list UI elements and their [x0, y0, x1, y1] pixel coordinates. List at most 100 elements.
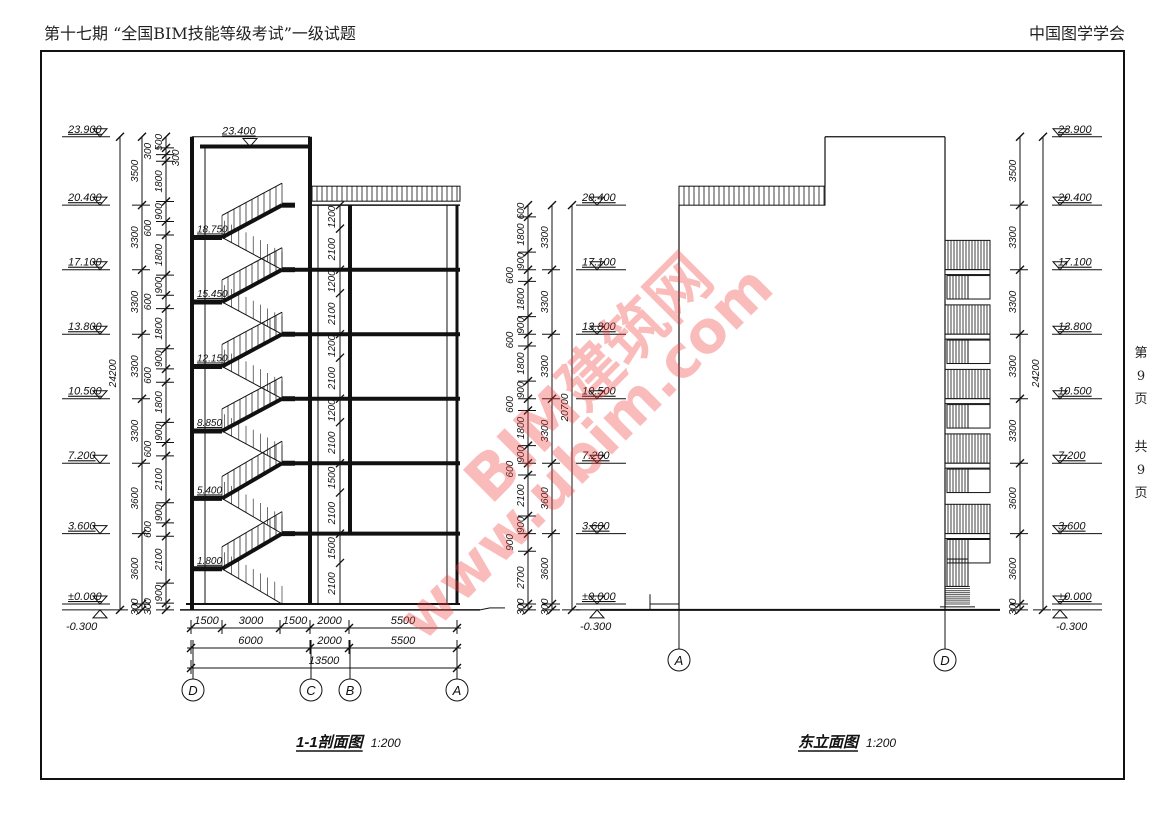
sub-dimension-label: 600	[505, 460, 516, 477]
floor-dimension-label: 3300	[130, 419, 141, 442]
axis-label: D	[940, 653, 949, 668]
bottom-dimension-1-label: 1500	[194, 615, 219, 627]
inner-dimension-label: 1200	[327, 334, 338, 357]
dimension-tick	[547, 200, 557, 210]
sub-dimension-label: 2700	[516, 566, 527, 590]
sub-dimension-label: 1800	[516, 416, 527, 439]
bottom-dimension-1-label: 2000	[316, 615, 342, 627]
elevation-label: 20.400	[581, 192, 617, 204]
balcony-slab	[944, 269, 991, 276]
elevation-label: 10.500	[68, 386, 103, 398]
elevation-triangle	[588, 196, 606, 206]
sub-dimension-label: 600	[143, 293, 154, 310]
balcony-railing	[944, 304, 991, 335]
balcony-railing	[944, 433, 991, 464]
axis-bubble	[181, 678, 205, 702]
total-dimension-label: 24200	[108, 359, 119, 388]
elevation-label: ±0.000	[582, 591, 616, 603]
stair-handrail	[221, 311, 283, 345]
inner-dimension-label: 2100	[327, 502, 338, 526]
total-dimension-label: 24200	[1031, 359, 1042, 388]
bottom-dimension-1-label: 1500	[283, 615, 308, 627]
balcony-slab	[944, 333, 991, 340]
balcony-slab	[944, 398, 991, 405]
elevation-label: 10.500	[582, 386, 617, 398]
sub-dimension-label: 1800	[516, 287, 527, 310]
landing-elevation-label: 15.450	[197, 289, 228, 300]
dimension-tick	[567, 200, 577, 210]
roof-elevation-label: 23.400	[221, 126, 257, 138]
elevation-triangle	[91, 609, 109, 619]
drawing-frame	[40, 50, 1125, 780]
elevation-label: 13.800	[582, 321, 617, 333]
floor-dimension-label: 3300	[1008, 355, 1019, 378]
bottom-dimension-1-label: 5500	[391, 615, 416, 627]
bottom-dimension-2-label: 2000	[316, 635, 342, 647]
elevation-triangle	[241, 138, 259, 148]
floor-dimension-label: 3300	[130, 290, 141, 313]
balcony-wall	[967, 275, 991, 300]
stair-flight-lower	[221, 236, 283, 271]
floor-dimension-label: 3500	[130, 159, 141, 182]
stair-handrail	[221, 247, 283, 281]
sub-dimension-label: 900	[516, 516, 527, 533]
roof-parapet-railing	[678, 185, 826, 206]
sub-dimension-label: 900	[516, 381, 527, 398]
balcony-slab	[944, 533, 991, 540]
floor-dimension-label: 3300	[540, 290, 551, 313]
sheet-header-organization: 中国图学学会	[1028, 24, 1125, 43]
elevation-triangle	[91, 128, 109, 138]
sub-dimension-label: 600	[143, 219, 154, 236]
sub-dimension-label: 900	[154, 504, 165, 521]
inner-dimension-label: 1500	[327, 537, 338, 560]
elevation-label: 17.100	[1058, 257, 1093, 269]
elevation-label: ±0.000	[68, 591, 102, 603]
floor-dimension-label: 3300	[1008, 419, 1019, 442]
axis-label: B	[346, 683, 355, 698]
balcony-wall	[967, 404, 991, 429]
stair-handrail	[221, 511, 283, 548]
bottom-dimension-3-label: 13500	[309, 655, 340, 667]
sheet-header-title: 第十七期 “全国BIM技能等级考试”一级试题	[44, 24, 356, 43]
page-char: 页	[1134, 392, 1148, 407]
sub-dimension-label: 900	[516, 446, 527, 463]
inner-dimension-label: 1200	[327, 399, 338, 422]
floor-dimension-label: 3500	[1008, 159, 1019, 182]
page-char: 第	[1134, 346, 1148, 361]
elevation-triangle	[588, 525, 606, 535]
sub-dimension-label: 900	[154, 276, 165, 293]
elevation-triangle	[1051, 196, 1069, 206]
elevation-label: -0.300	[580, 621, 612, 633]
section-title: 1-1剖面图	[296, 734, 366, 751]
axis-label: D	[188, 683, 197, 698]
elevation-triangle	[1051, 595, 1069, 605]
elevation-label: 20.400	[1057, 192, 1093, 204]
inner-dimension-label: 2100	[327, 302, 338, 326]
stair-flight-lower	[221, 301, 283, 335]
elevation-triangle	[1051, 454, 1069, 464]
elevation-label: -0.300	[1056, 621, 1088, 633]
elevation-triangle	[91, 325, 109, 335]
bottom-dimension-2-label: 6000	[238, 635, 263, 647]
elevation-triangle	[91, 390, 109, 400]
landing-elevation-label: 18.750	[197, 224, 228, 235]
elevation-label: 13.800	[1058, 321, 1093, 333]
sub-dimension-label: 1800	[154, 243, 165, 266]
sub-dimension-label: 600	[516, 202, 527, 219]
sub-dimension-label: 1800	[516, 223, 527, 246]
elevation-triangle	[1051, 390, 1069, 400]
dimension-tick	[335, 200, 345, 210]
dimension-tick	[523, 200, 533, 210]
elevation-triangle	[91, 454, 109, 464]
floor-dimension-label: 300	[1008, 598, 1019, 615]
landing-elevation-label: 12.150	[197, 353, 228, 364]
axis-bubble	[933, 648, 957, 672]
elevation-triangle	[1051, 525, 1069, 535]
elevation-label: -0.300	[66, 621, 98, 633]
axis-label: C	[306, 683, 316, 698]
elevation-title: 东立面图	[798, 733, 861, 751]
elevation-triangle	[91, 196, 109, 206]
elevation-triangle	[588, 609, 606, 619]
balcony-railing	[944, 503, 991, 535]
